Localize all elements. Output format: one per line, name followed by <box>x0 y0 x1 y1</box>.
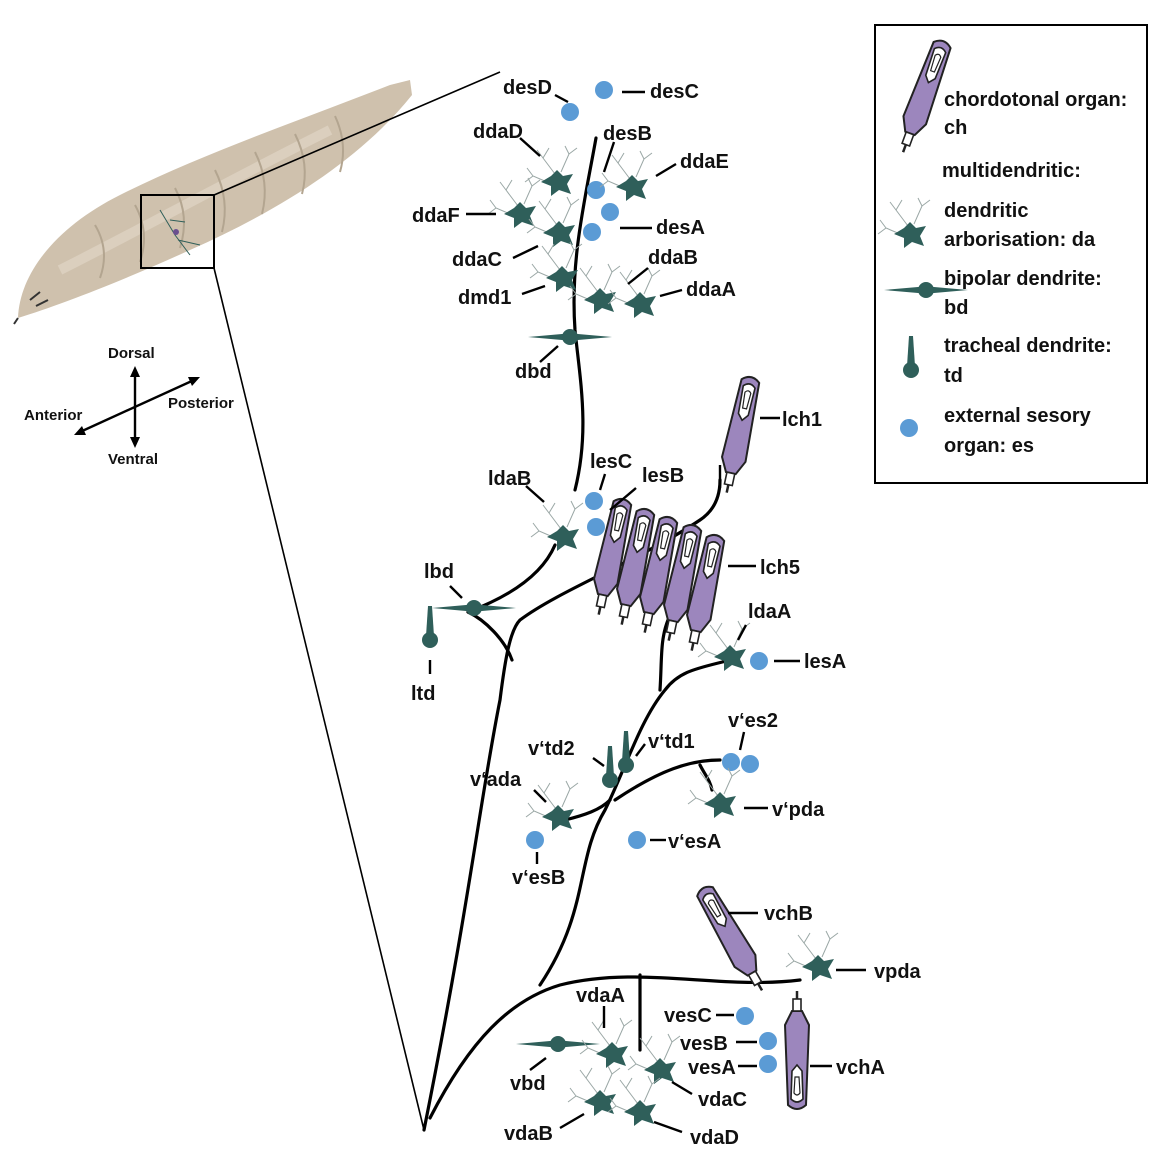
label-vchA: vchA <box>836 1057 885 1079</box>
ltd-neuron <box>422 606 438 648</box>
vchA-organ <box>785 991 809 1109</box>
label-vbd: vbd <box>510 1073 546 1095</box>
label-vesA-prime: v‘esA <box>668 831 721 853</box>
larva-illustration <box>14 80 412 324</box>
orientation-compass: Dorsal Ventral Anterior Posterior <box>24 345 234 468</box>
label-ves2: v‘es2 <box>728 710 778 732</box>
ddaF-neuron <box>488 178 540 228</box>
label-lesA: lesA <box>804 651 846 673</box>
label-vesC: vesC <box>664 1005 712 1027</box>
vesA-es <box>759 1055 777 1073</box>
label-ldaB: ldaB <box>488 468 531 490</box>
label-ddaB: ddaB <box>648 247 698 269</box>
desA-es <box>583 223 601 241</box>
dorsal-label: Dorsal <box>108 345 155 362</box>
ldaB-neuron <box>531 501 583 551</box>
lateral-cluster <box>422 375 768 671</box>
ves2-es-a <box>722 753 740 771</box>
posterior-label: Posterior <box>168 395 234 412</box>
legend-td-line1: tracheal dendrite: <box>944 335 1112 357</box>
label-vesA: vesA <box>688 1057 736 1079</box>
lch1-organ <box>715 375 763 495</box>
legend-es-icon <box>900 419 918 437</box>
legend-bd-line2: bd <box>944 297 968 319</box>
label-dbd: dbd <box>515 361 552 383</box>
label-desD: desD <box>503 77 552 99</box>
label-vpda-prime: v‘pda <box>772 799 825 821</box>
lesA-es <box>750 652 768 670</box>
lbd-neuron <box>432 600 516 616</box>
anterior-label: Anterior <box>24 407 83 424</box>
vesC-es <box>736 1007 754 1025</box>
lesB-es <box>587 518 605 536</box>
label-ltd: ltd <box>411 683 435 705</box>
ves2-es-b <box>741 755 759 773</box>
vbd-neuron <box>516 1036 600 1052</box>
legend-es-line2: organ: es <box>944 435 1034 457</box>
label-dmd1: dmd1 <box>458 287 511 309</box>
label-ddaD: ddaD <box>473 121 523 143</box>
label-lbd: lbd <box>424 561 454 583</box>
legend-es-line1: external sesory <box>944 405 1092 427</box>
legend-md: multidendritic: <box>942 160 1081 182</box>
label-vdaA: vdaA <box>576 985 625 1007</box>
vesA-prime-es <box>628 831 646 849</box>
label-ldaA: ldaA <box>748 601 791 623</box>
label-vesB-prime: v‘esB <box>512 867 565 889</box>
ddaD-neuron <box>525 146 577 196</box>
label-lch5: lch5 <box>760 557 800 579</box>
ventral-label: Ventral <box>108 451 158 468</box>
label-ddaE: ddaE <box>680 151 729 173</box>
legend-da-line2: arborisation: da <box>944 229 1096 251</box>
legend-da-line1: dendritic <box>944 200 1028 222</box>
label-lesB: lesB <box>642 465 684 487</box>
label-desA: desA <box>656 217 705 239</box>
vtd2-neuron <box>602 746 618 788</box>
ddaC-neuron <box>527 197 579 247</box>
label-vesB: vesB <box>680 1033 728 1055</box>
label-desB: desB <box>603 123 652 145</box>
legend: chordotonal organ: ch multidendritic: de… <box>875 25 1147 483</box>
desC-es <box>595 81 613 99</box>
vdaD-neuron <box>608 1076 660 1126</box>
label-lch1: lch1 <box>782 409 822 431</box>
desA-es-2 <box>601 203 619 221</box>
legend-bd-line1: bipolar dendrite: <box>944 268 1102 290</box>
legend-ch-line1: chordotonal organ: <box>944 89 1127 111</box>
legend-ch-line2: ch <box>944 117 967 139</box>
label-lesC: lesC <box>590 451 632 473</box>
dbd-neuron <box>528 329 612 345</box>
label-vdaD: vdaD <box>690 1127 739 1149</box>
label-ddaC: ddaC <box>452 249 502 271</box>
label-vdaC: vdaC <box>698 1089 747 1111</box>
legend-td-line2: td <box>944 365 963 387</box>
label-vchB: vchB <box>764 903 813 925</box>
vpda-prime-neuron <box>688 768 740 818</box>
ddaA-neuron <box>608 268 660 318</box>
vesB-prime-es <box>526 831 544 849</box>
label-vtd1: v‘td1 <box>648 731 695 753</box>
zoom-lines <box>214 72 500 1130</box>
label-ddaA: ddaA <box>686 279 736 301</box>
vada-neuron <box>526 781 578 831</box>
label-vtd2: v‘td2 <box>528 738 575 760</box>
vesB-es <box>759 1032 777 1050</box>
label-ddaF: ddaF <box>412 205 460 227</box>
desB-es <box>587 181 605 199</box>
vpda-neuron <box>786 931 838 981</box>
ldaA-neuron <box>698 621 750 671</box>
desD-es <box>561 103 579 121</box>
label-vada: v‘ada <box>470 769 522 791</box>
lesC-es <box>585 492 603 510</box>
label-vpda: vpda <box>874 961 922 983</box>
label-desC: desC <box>650 81 699 103</box>
vdaC-neuron <box>628 1034 680 1084</box>
label-vdaB: vdaB <box>504 1123 553 1145</box>
